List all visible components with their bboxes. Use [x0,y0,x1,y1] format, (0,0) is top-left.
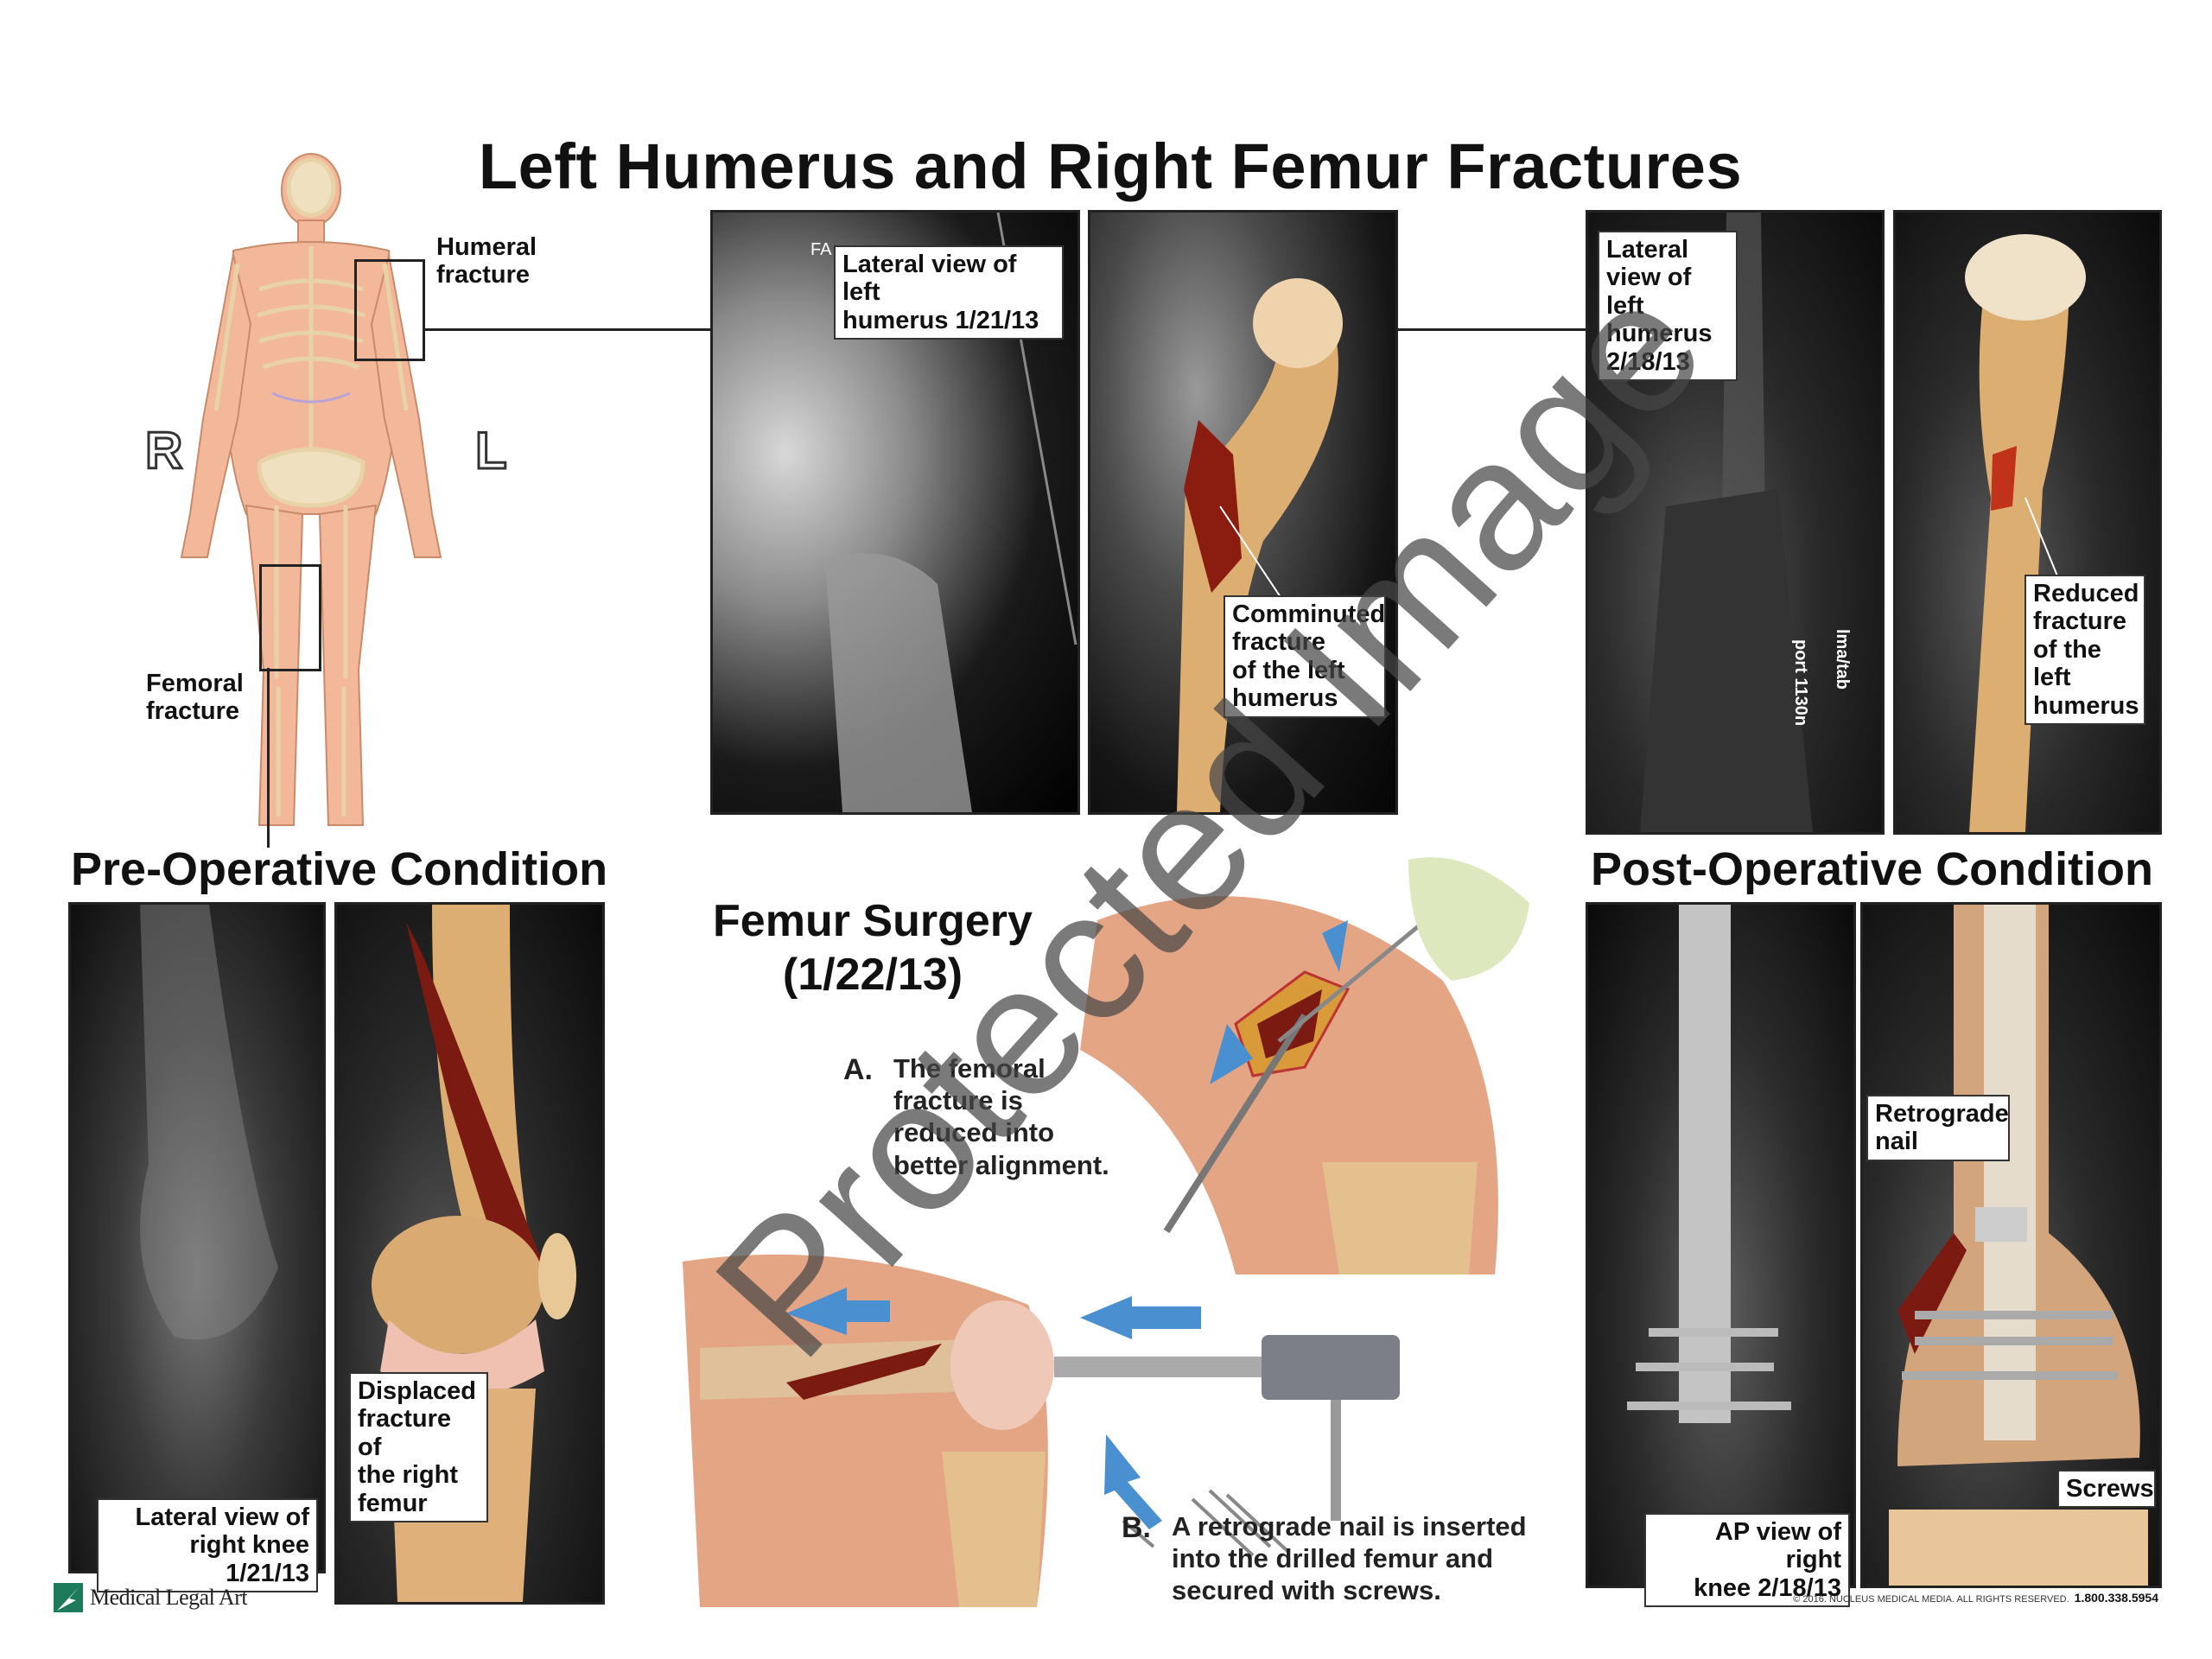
femoral-fracture-box [259,564,321,671]
pre-op-heading: Pre-Operative Condition [71,843,608,895]
medical-legal-art-logo: Medical Legal Art [54,1583,248,1612]
surgery-step-b: B. A retrograde nail is inserted into th… [1122,1510,1527,1607]
right-side-marker: R [143,421,183,481]
knee-post-xray [1586,902,1856,1588]
page-title: Left Humerus and Right Femur Fractures [478,130,1743,202]
humeral-connector-line [423,328,710,331]
xray-marker-text-2: lma/tab [1833,629,1852,690]
femoral-connector-line [267,668,270,848]
step-a-letter: A. [843,1053,873,1086]
post-op-heading: Post-Operative Condition [1591,843,2154,895]
femur-post-illustration [1860,902,2162,1588]
screws-label: Screws [2057,1470,2156,1509]
humerus-pre-xray-label: Lateral view of left humerus 1/21/13 [834,245,1064,340]
humerus-post-xray-label: Lateral view of left humerus 2/18/13 [1598,231,1738,382]
xray-marker-text-1: port 1130n [1791,639,1810,727]
femur-pre-illustration-label: Displaced fracture of the right femur [349,1372,488,1523]
knee-post-xray-label: AP view of right knee 2/18/13 [1644,1513,1850,1608]
phone-number: 1.800.338.5954 [2074,1591,2158,1605]
surgery-step-b-illustration [683,1254,1400,1607]
surgery-step-a: A. The femoral fracture is reduced into … [843,1052,1109,1181]
retrograde-nail-label: Retrograde nail [1866,1095,2010,1161]
logo-text: Medical Legal Art [90,1585,248,1610]
humeral-fracture-label: Humeral fracture [436,233,537,289]
xray-marker-text: FA [810,240,832,259]
humerus-pre-illustration [1088,210,1398,815]
humerus-pre-illustration-label: Comminuted fracture of the left humerus [1224,595,1386,718]
surgery-heading: Femur Surgery (1/22/13) [713,896,1033,1001]
humerus-post-illustration-label: Reduced fracture of the left humerus [2024,575,2145,726]
humeral-fracture-box [354,259,425,361]
femoral-fracture-label: Femoral fracture [146,670,244,726]
copyright-notice: © 2016. NUCLEUS MEDICAL MEDIA. ALL RIGHT… [1793,1591,2158,1605]
step-a-text: The femoral fracture is reduced into bet… [893,1053,1109,1180]
knee-pre-xray [68,902,326,1573]
humerus-post-connector-line [1395,328,1586,331]
step-b-letter: B. [1122,1511,1151,1544]
knee-pre-xray-label: Lateral view of right knee 1/21/13 [97,1498,318,1593]
surgery-step-a-illustration [1080,857,1529,1274]
copyright-text: © 2016. NUCLEUS MEDICAL MEDIA. ALL RIGHT… [1793,1594,2069,1605]
left-side-marker: L [474,421,509,481]
step-b-text: A retrograde nail is inserted into the d… [1172,1511,1527,1606]
logo-icon [54,1583,83,1612]
humerus-post-illustration [1893,210,2162,835]
